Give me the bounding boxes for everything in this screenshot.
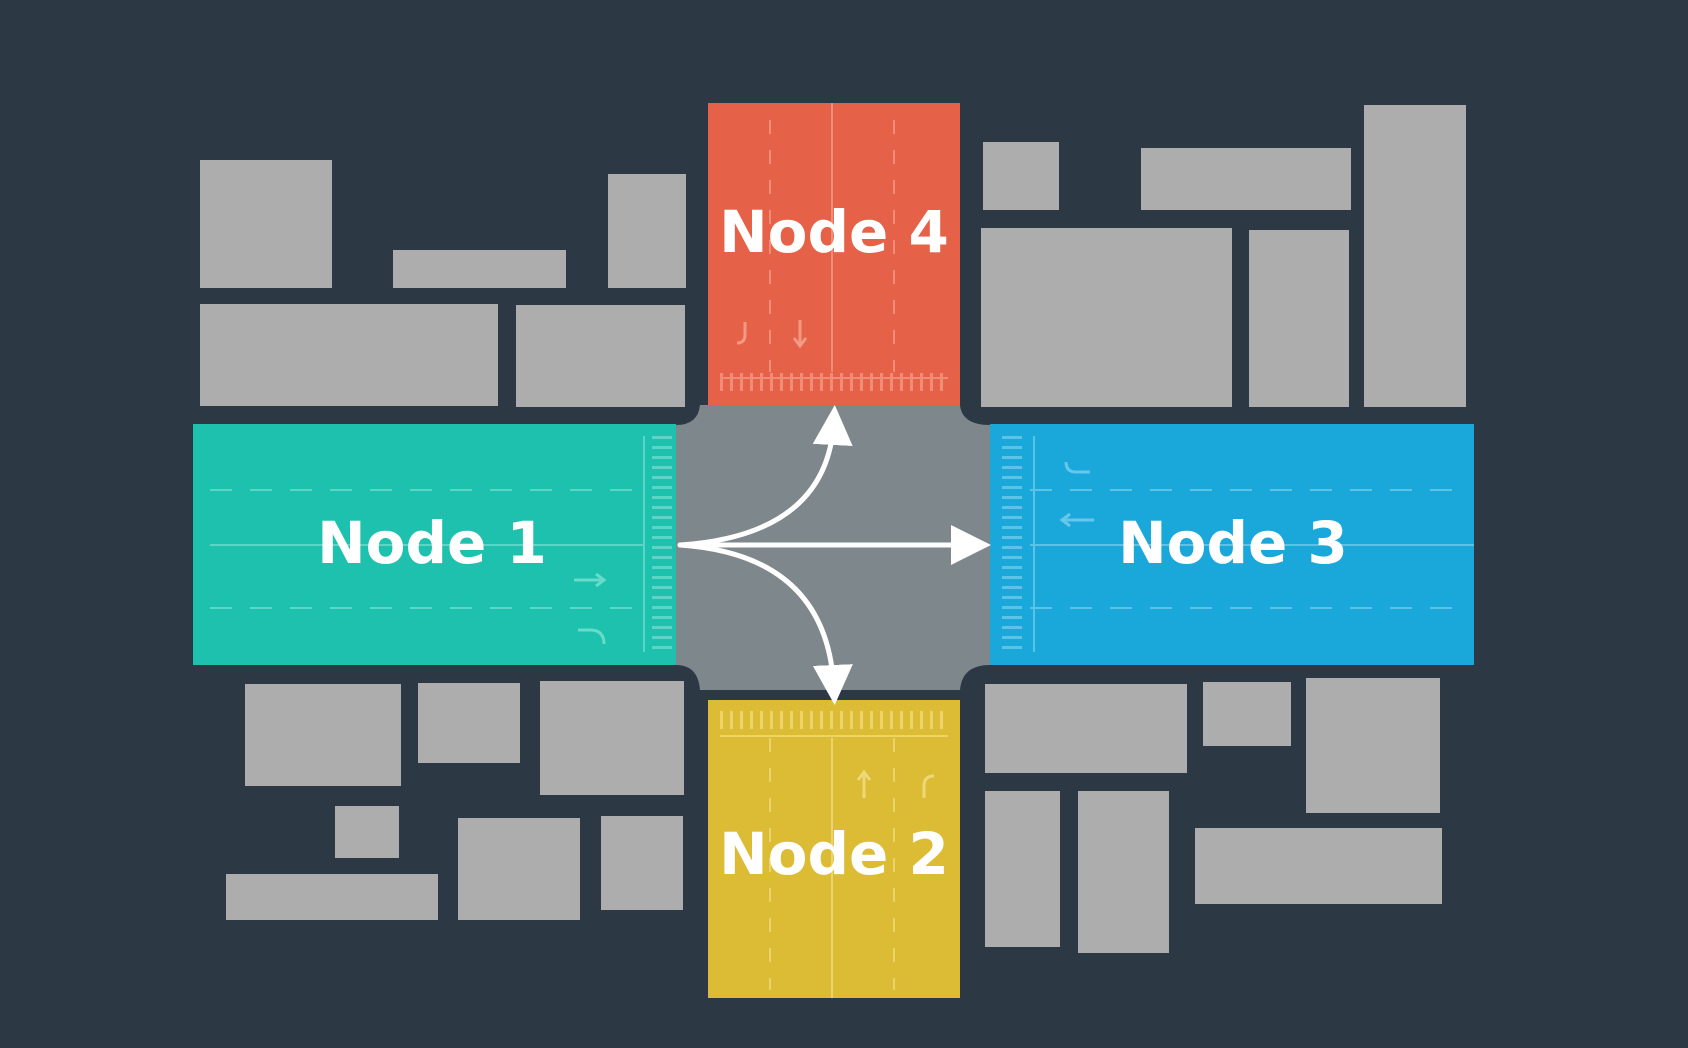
building — [608, 174, 686, 288]
lane-arrows-node-4 — [736, 320, 808, 349]
building — [1078, 791, 1169, 953]
building — [200, 304, 498, 406]
node-3-label: Node 3 — [1118, 509, 1348, 577]
building — [983, 142, 1059, 210]
arrow-node1-to-node2 — [677, 542, 853, 705]
building — [540, 681, 684, 795]
building — [226, 874, 438, 920]
flow-arrows — [677, 405, 991, 705]
building — [1203, 682, 1291, 746]
arrow-node1-to-node4 — [677, 405, 853, 548]
building — [335, 806, 399, 858]
road-node-3: Node 3 — [990, 424, 1474, 665]
building — [1306, 678, 1440, 813]
node-4-label: Node 4 — [719, 198, 949, 266]
lane-arrows-node-3 — [1059, 461, 1094, 528]
road-surface — [708, 700, 960, 998]
building — [516, 305, 685, 407]
building — [985, 791, 1060, 947]
building — [985, 684, 1187, 773]
building — [1364, 105, 1466, 407]
building — [200, 160, 332, 288]
building — [458, 818, 580, 920]
road-node-4: Node 4 — [708, 103, 960, 405]
node-2-label: Node 2 — [719, 820, 949, 888]
building — [1249, 230, 1349, 407]
building — [601, 816, 683, 910]
lane-arrows-node-1 — [574, 572, 607, 645]
building — [1195, 828, 1442, 904]
building — [981, 228, 1232, 407]
road-node-2: Node 2 — [708, 700, 960, 998]
building — [393, 250, 566, 288]
lane-arrows-node-2 — [856, 769, 935, 798]
building-block-bottom-left — [226, 681, 684, 920]
building — [418, 683, 520, 763]
road-node-1: Node 1 — [193, 424, 676, 665]
building — [1141, 148, 1351, 210]
building-block-bottom-right — [985, 678, 1442, 953]
building-block-top-right — [981, 105, 1466, 407]
node-1-label: Node 1 — [317, 509, 547, 577]
building — [245, 684, 401, 786]
building-block-top-left — [200, 160, 686, 407]
road-surface — [708, 103, 960, 405]
